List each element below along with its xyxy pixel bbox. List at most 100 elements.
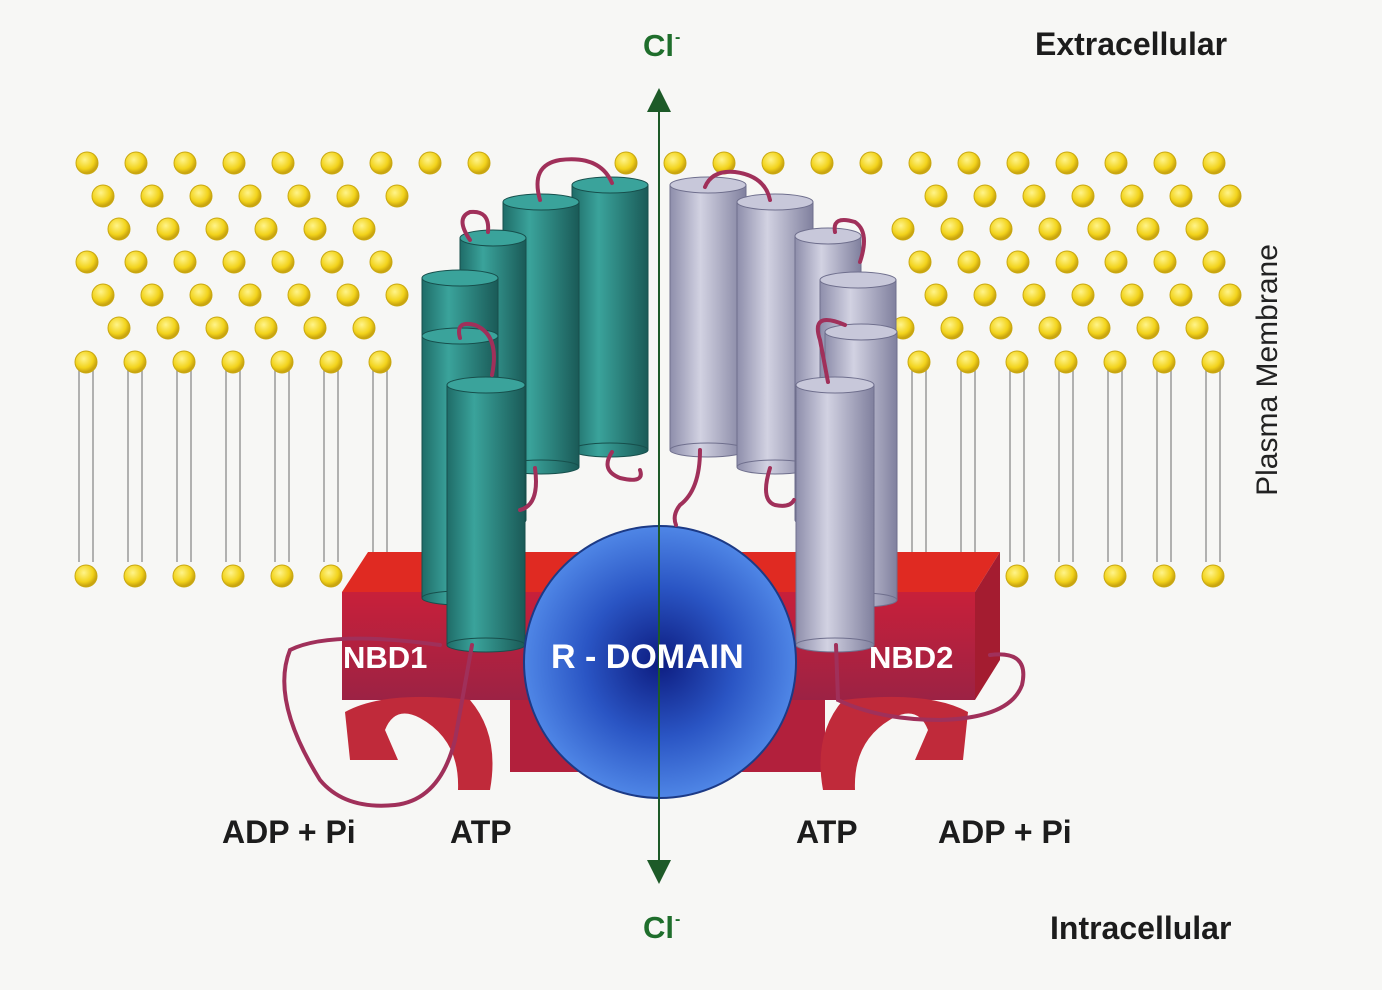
lipid-head [172, 564, 196, 588]
loop-6 [703, 169, 772, 202]
loop-7 [832, 218, 866, 264]
lipid-head [303, 217, 327, 241]
lipid-head [222, 151, 246, 175]
lipid-head [1169, 184, 1193, 208]
loop-8 [815, 318, 847, 384]
lipid-head [75, 250, 99, 274]
lipid-head [91, 283, 115, 307]
lipid-head [271, 151, 295, 175]
lipid-head [1006, 151, 1030, 175]
lipid-head [973, 184, 997, 208]
loop-10 [764, 466, 796, 508]
helix-bottom-cap [669, 442, 747, 458]
lipid-head [189, 184, 213, 208]
lipid-head [1152, 350, 1176, 374]
lipid-head [1103, 350, 1127, 374]
helix-body [669, 184, 747, 451]
lipid-head [352, 217, 376, 241]
helix-top-cap [794, 227, 862, 245]
lipid-head [124, 151, 148, 175]
up-arrowhead-icon [647, 88, 671, 112]
lipid-head [1169, 283, 1193, 307]
chloride-top-symbol: Cl [643, 28, 674, 63]
lipid-head [1087, 316, 1111, 340]
lipid-head [173, 151, 197, 175]
lipid-head [270, 564, 294, 588]
lipid-head [140, 283, 164, 307]
lipid-head [140, 184, 164, 208]
lipid-head [156, 316, 180, 340]
loop-3 [457, 321, 496, 377]
r-domain-label: R - DOMAIN [551, 638, 744, 676]
atp-arrow-right-icon [820, 696, 968, 790]
lipid-head [957, 250, 981, 274]
chloride-top-charge: - [675, 29, 681, 46]
helix-bottom-cap [446, 637, 526, 653]
helix-top-cap [502, 193, 580, 211]
lipid-head [957, 151, 981, 175]
lipid-head [1005, 564, 1029, 588]
lipid-head [1054, 564, 1078, 588]
lipid-head [663, 151, 687, 175]
chloride-bottom-charge: - [675, 911, 681, 928]
lipid-head [1153, 250, 1177, 274]
lipid-head [1120, 283, 1144, 307]
loop-12 [834, 643, 1026, 723]
lipid-head [123, 564, 147, 588]
lipid-head [189, 283, 213, 307]
helix-top-cap [446, 376, 526, 394]
chloride-flow-axis [647, 88, 671, 884]
helix-top-cap [819, 271, 897, 289]
lipid-head [908, 151, 932, 175]
lipid-head [320, 151, 344, 175]
lipid-head [761, 151, 785, 175]
lipid-head [303, 316, 327, 340]
loop-1 [535, 157, 614, 202]
lipid-head [172, 350, 196, 374]
lipid-head [254, 316, 278, 340]
lipid-head [75, 151, 99, 175]
helix-teal-1 [571, 176, 649, 458]
helix-teal-6 [446, 376, 526, 653]
lipid-head [74, 564, 98, 588]
loop-9 [672, 448, 702, 527]
helix-top-cap [736, 193, 814, 211]
lipid-head [1202, 151, 1226, 175]
helix-top-cap [795, 376, 875, 394]
lipid-head [859, 151, 883, 175]
lipid-head [336, 283, 360, 307]
lipid-head [369, 250, 393, 274]
nbd1-label: NBD1 [343, 640, 428, 675]
lipid-head [1185, 316, 1209, 340]
chloride-bottom-symbol: Cl [643, 910, 674, 945]
lipid-head [205, 316, 229, 340]
lipid-head [319, 564, 343, 588]
lipid-head [614, 151, 638, 175]
lipid-head [1218, 283, 1242, 307]
lipid-head [107, 316, 131, 340]
lipid-head [1055, 151, 1079, 175]
lipid-head [1136, 217, 1160, 241]
lipid-head [907, 350, 931, 374]
loop-2 [460, 209, 491, 242]
lipid-head [1201, 350, 1225, 374]
loop-5 [605, 450, 643, 482]
nbd-side-face [975, 552, 1000, 700]
lipid-head [1006, 250, 1030, 274]
lipid-head [254, 217, 278, 241]
helix-top-cap [459, 229, 527, 247]
lipid-head [1201, 564, 1225, 588]
lipid-head [1202, 250, 1226, 274]
lipid-head [107, 217, 131, 241]
lipid-head [74, 350, 98, 374]
chloride-top-label: Cl- [643, 28, 680, 64]
lipid-head [418, 151, 442, 175]
lipid-head [123, 350, 147, 374]
lipid-head [810, 151, 834, 175]
adp-pi-left-label: ADP + Pi [222, 814, 356, 850]
lipid-head [91, 184, 115, 208]
loop-11 [282, 636, 474, 808]
lipid-head [1218, 184, 1242, 208]
lipid-bilayer [74, 151, 1242, 588]
